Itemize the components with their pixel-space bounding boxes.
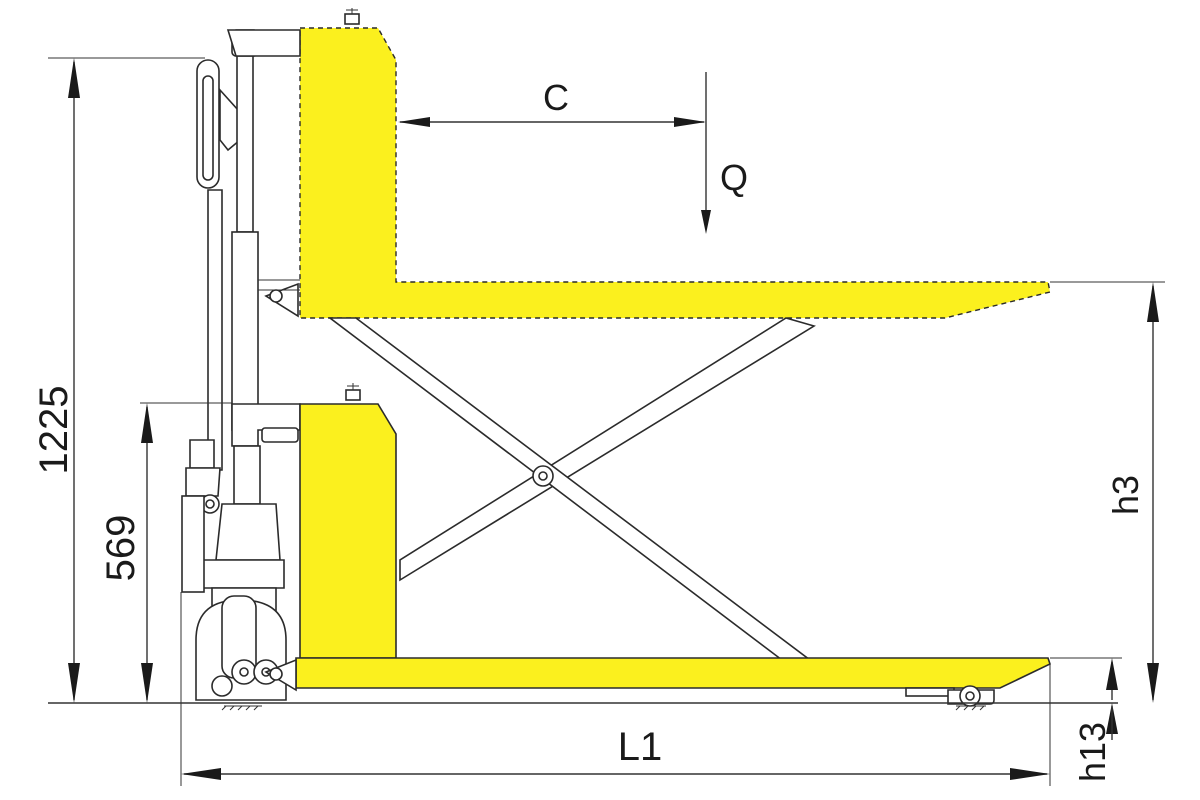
dimension-h13: h13 bbox=[1050, 657, 1122, 782]
handle-assembly bbox=[181, 29, 301, 711]
load-roller bbox=[905, 685, 995, 711]
dimension-h13-label: h13 bbox=[1072, 722, 1113, 782]
raised-top-knob bbox=[344, 8, 360, 25]
scissor-arm-rising bbox=[399, 317, 816, 582]
lowered-backrest bbox=[299, 403, 397, 659]
dimension-c: C bbox=[398, 77, 706, 127]
raised-fork bbox=[299, 27, 1051, 319]
dimension-c-label: C bbox=[543, 77, 569, 118]
dimension-1225-label: 1225 bbox=[32, 386, 76, 475]
load-arrow: Q bbox=[701, 72, 748, 234]
lowered-fork bbox=[295, 657, 1051, 689]
dimension-l1: L1 bbox=[180, 592, 1051, 786]
dimension-569-label: 569 bbox=[99, 515, 143, 582]
lowered-fork-assembly bbox=[264, 383, 1051, 711]
dimension-1225: 1225 bbox=[32, 57, 205, 703]
raised-fork-eye bbox=[264, 282, 299, 318]
steer-wheel bbox=[195, 595, 287, 701]
raised-fork-assembly bbox=[264, 8, 1051, 319]
hydraulic-cylinder bbox=[226, 29, 301, 431]
scissor-pivot bbox=[532, 465, 554, 487]
dimension-569: 569 bbox=[99, 402, 232, 703]
dimension-l1-label: L1 bbox=[618, 725, 663, 769]
ground-hatch-steer bbox=[221, 705, 262, 711]
load-q-label: Q bbox=[720, 157, 748, 198]
lowered-top-knob bbox=[345, 383, 361, 401]
dimension-h3-label: h3 bbox=[1105, 475, 1146, 515]
scissor-mechanism bbox=[327, 317, 816, 661]
pump-body bbox=[181, 403, 301, 613]
lowered-fork-eye bbox=[264, 658, 297, 692]
dimension-h3: h3 bbox=[1050, 281, 1165, 703]
handle-bar bbox=[185, 59, 241, 497]
